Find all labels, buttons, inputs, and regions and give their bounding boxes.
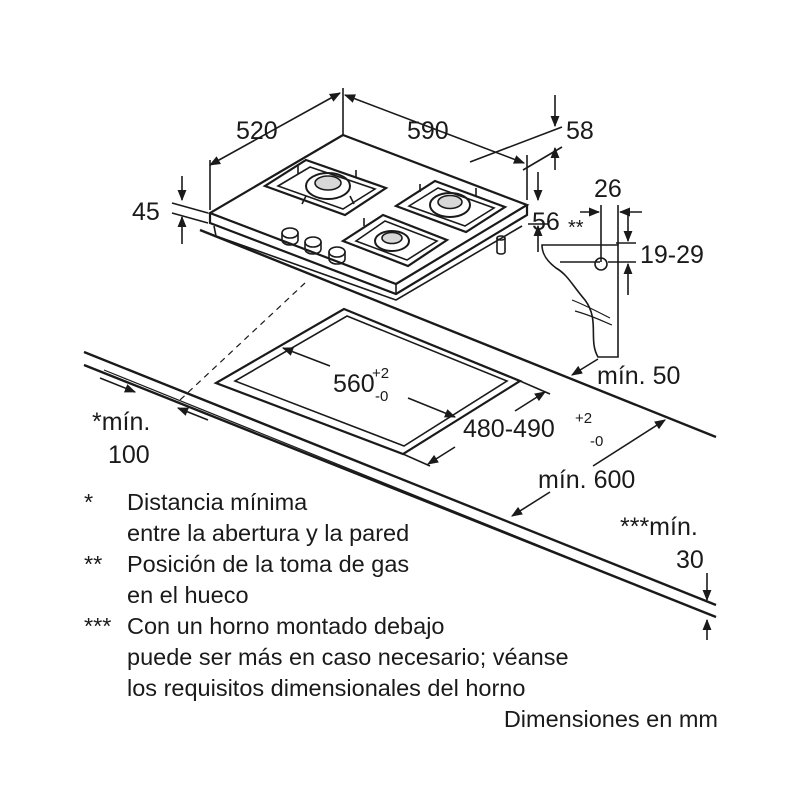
dim-480-490-tol-minus: -0 bbox=[590, 433, 603, 450]
dim-45-line bbox=[171, 176, 209, 244]
dim-100-line bbox=[99, 377, 209, 421]
dim-520-line bbox=[209, 88, 344, 210]
dim-590-line bbox=[343, 94, 528, 200]
dim-19-29-label: 19-29 bbox=[640, 241, 704, 269]
note-3-line-2: puede ser más en caso necesario; véanse bbox=[127, 644, 569, 670]
note-1-line-1: Distancia mínima bbox=[127, 489, 308, 515]
worktop bbox=[83, 228, 717, 619]
knob-1 bbox=[281, 227, 299, 246]
dim-480-490-tol-plus: +2 bbox=[575, 410, 592, 427]
dim-560-tol-minus: -0 bbox=[375, 388, 388, 405]
hob-front-edge bbox=[208, 205, 529, 296]
dim-600-line bbox=[511, 419, 666, 517]
knob-3 bbox=[328, 246, 346, 265]
dim-56-line bbox=[528, 172, 548, 252]
dim-min50-label: mín. 50 bbox=[597, 362, 680, 390]
dim-560-line bbox=[281, 347, 457, 418]
hob-housing bbox=[213, 225, 523, 301]
dim-min30-label-line1: ***mín. bbox=[620, 513, 698, 541]
note-1-marker: * bbox=[84, 489, 93, 515]
wall-detail bbox=[541, 244, 619, 358]
dim-45-label: 45 bbox=[132, 198, 160, 226]
dim-58-line bbox=[469, 95, 563, 171]
dim-min50-line bbox=[571, 358, 599, 376]
note-1-line-2: entre la abertura y la pared bbox=[127, 520, 409, 546]
note-2-line-2: en el hueco bbox=[127, 582, 249, 608]
dim-min100-label-line2: 100 bbox=[108, 441, 150, 469]
dim-19-29-line bbox=[608, 215, 636, 295]
note-3-line-3: los requisitos dimensionales del horno bbox=[127, 675, 525, 701]
control-knobs bbox=[281, 227, 346, 265]
knob-2 bbox=[304, 236, 322, 255]
dim-min30-label-line2: 30 bbox=[676, 546, 704, 574]
dim-520-label: 520 bbox=[236, 117, 278, 145]
dim-26-line bbox=[580, 205, 642, 262]
dim-26-label: 26 bbox=[594, 175, 622, 203]
burner-medium bbox=[393, 179, 508, 234]
note-2-line-1: Posición de la toma de gas bbox=[127, 551, 409, 577]
dim-560-label: 560 bbox=[333, 370, 375, 398]
dim-480-490-line bbox=[402, 380, 551, 467]
dim-560-tol-plus: +2 bbox=[372, 365, 389, 382]
note-3-marker: *** bbox=[84, 613, 111, 639]
dim-min100-label-line1: *mín. bbox=[92, 408, 150, 436]
burner-large bbox=[262, 158, 389, 217]
dim-590-label: 590 bbox=[407, 117, 449, 145]
dim-58-label: 58 bbox=[566, 117, 594, 145]
dim-56-marker: ** bbox=[568, 217, 584, 239]
burner-small bbox=[340, 213, 450, 268]
hob bbox=[207, 133, 530, 301]
note-3-line-1: Con un horno montado debajo bbox=[127, 613, 445, 639]
dim-480-490-label: 480-490 bbox=[463, 415, 555, 443]
units-note: Dimensiones en mm bbox=[504, 706, 718, 732]
dim-56-label: 56 bbox=[532, 208, 560, 236]
note-2-marker: ** bbox=[84, 551, 102, 577]
hob-glass-top bbox=[207, 133, 530, 286]
gas-connector bbox=[496, 235, 506, 255]
dim-min600-label: mín. 600 bbox=[538, 466, 635, 494]
